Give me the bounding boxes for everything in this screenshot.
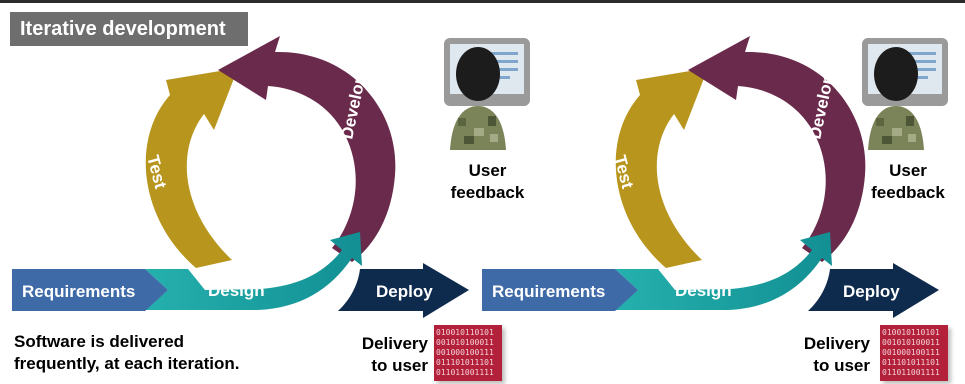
section-label: Iterative development — [10, 12, 248, 46]
test-arc — [145, 68, 238, 268]
develop-arc — [218, 36, 396, 262]
cycle-2 — [482, 36, 939, 318]
delivery-label: Delivery to user — [803, 334, 870, 375]
deploy-arrow — [808, 263, 939, 318]
requirements-label: Requirements — [22, 282, 135, 301]
caption: Software is delivered frequently, at eac… — [14, 332, 240, 373]
requirements-arrow — [482, 269, 638, 311]
deploy-label: Deploy — [843, 282, 900, 301]
top-rule — [0, 0, 965, 3]
user-at-computer-icon — [862, 38, 948, 150]
design-bar — [145, 232, 362, 310]
user-feedback-label: User feedback — [450, 161, 525, 202]
cycle-1 — [12, 36, 469, 318]
user-at-computer-icon — [444, 38, 530, 150]
test-arc — [615, 68, 708, 268]
design-bar — [615, 232, 832, 310]
binary-data-icon: 010010110101 001010100011 001000100111 0… — [880, 325, 948, 381]
design-label: Design — [675, 281, 732, 300]
deploy-arrow — [338, 263, 469, 318]
requirements-label: Requirements — [492, 282, 605, 301]
requirements-arrow — [12, 269, 168, 311]
delivery-label: Delivery to user — [361, 334, 428, 375]
develop-arc — [688, 36, 866, 262]
design-label: Design — [208, 281, 265, 300]
binary-data-icon: 010010110101 001010100011 001000100111 0… — [434, 325, 502, 381]
deploy-label: Deploy — [376, 282, 433, 301]
user-feedback-label: User feedback — [871, 161, 945, 202]
